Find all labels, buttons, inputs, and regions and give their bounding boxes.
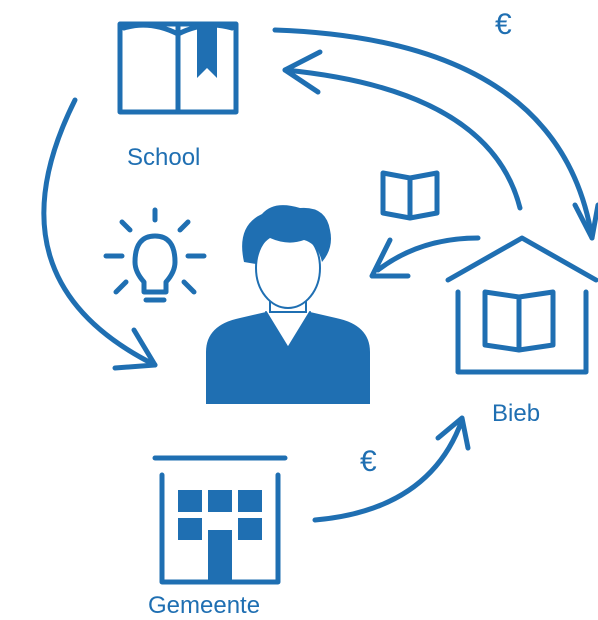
arrow-school-to-bieb	[272, 27, 598, 241]
euro-top-label: €	[495, 8, 512, 41]
arrow-gemeente-to-bieb	[312, 415, 471, 523]
town-hall-icon	[152, 455, 288, 585]
school-label: School	[127, 144, 201, 171]
lightbulb-icon	[103, 207, 207, 303]
school-book-icon	[117, 21, 239, 115]
arrow-school-to-student	[41, 97, 158, 371]
arrow-bieb-to-school	[282, 49, 523, 211]
euro-bottom-label: €	[360, 445, 377, 478]
small-book-icon	[380, 170, 440, 221]
library-house-icon	[445, 235, 598, 375]
student-avatar-icon	[206, 205, 370, 404]
bieb-label: Bieb	[492, 400, 541, 427]
gemeente-label: Gemeente	[148, 592, 261, 619]
arrow-bieb-to-student	[369, 235, 481, 279]
